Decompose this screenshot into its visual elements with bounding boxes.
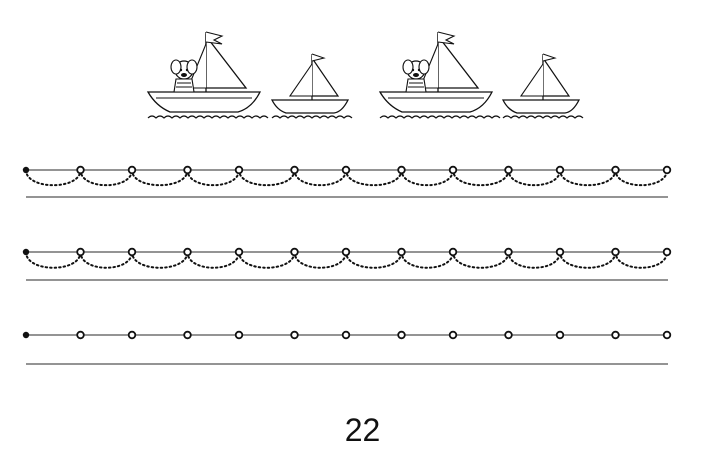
boat-with-dog-1 [146, 31, 269, 119]
target-circle [234, 165, 244, 175]
target-circle [397, 165, 406, 175]
target-circle [76, 165, 85, 175]
target-circle [290, 330, 299, 340]
dotted-scallop [186, 169, 240, 187]
target-circle [127, 330, 137, 340]
dotted-scallop [238, 169, 296, 187]
target-circle [183, 330, 192, 340]
target-circle [611, 330, 620, 340]
dotted-scallop [79, 251, 133, 269]
target-circle [183, 165, 192, 175]
target-circle [448, 247, 458, 257]
dotted-scallop [452, 169, 510, 187]
target-circle [341, 330, 351, 340]
dotted-scallop [452, 251, 510, 269]
tracing-rows [22, 165, 672, 365]
dotted-scallop [345, 251, 403, 269]
dotted-scallop [507, 169, 561, 187]
target-circle [448, 165, 458, 175]
boats-illustration [146, 31, 584, 119]
dotted-scallop [345, 169, 403, 187]
target-circle [397, 330, 406, 340]
target-circle [290, 165, 299, 175]
start-dot [22, 248, 30, 256]
dotted-scallop [559, 251, 617, 269]
page-number: 22 [344, 412, 381, 448]
dotted-scallop [507, 251, 561, 269]
dotted-scallop [293, 251, 347, 269]
target-circle [611, 247, 620, 257]
target-circle [555, 330, 565, 340]
practice-row-1 [22, 165, 672, 198]
target-circle [504, 330, 513, 340]
target-circle [504, 165, 513, 175]
target-circle [504, 247, 513, 257]
target-circle [76, 330, 85, 340]
target-circle [76, 247, 85, 257]
target-circle [183, 247, 192, 257]
boat-with-dog-3 [378, 31, 501, 119]
target-circle [127, 247, 137, 257]
target-circle [555, 247, 565, 257]
dotted-scallop [559, 169, 617, 187]
dotted-scallop [293, 169, 347, 187]
target-circle [448, 330, 458, 340]
dotted-scallop [25, 169, 82, 187]
dotted-scallop [25, 251, 82, 269]
target-circle [290, 247, 299, 257]
target-circle [234, 247, 244, 257]
dotted-scallop [131, 169, 189, 187]
target-circle [555, 165, 565, 175]
target-circle [662, 247, 672, 257]
target-circle [662, 330, 672, 340]
target-circle [127, 165, 137, 175]
start-dot [22, 166, 30, 174]
target-circle [341, 165, 351, 175]
dotted-scallop [614, 251, 668, 269]
dotted-scallop [186, 251, 240, 269]
target-circle [234, 330, 244, 340]
dotted-scallop [400, 251, 454, 269]
target-circle [662, 165, 672, 175]
practice-row-3 [22, 330, 672, 365]
start-dot [22, 331, 30, 339]
dotted-scallop [131, 251, 189, 269]
target-circle [397, 247, 406, 257]
target-circle [341, 247, 351, 257]
target-circle [611, 165, 620, 175]
dotted-scallop [79, 169, 133, 187]
practice-row-2 [22, 247, 672, 281]
dotted-scallop [238, 251, 296, 269]
small-sailboat-2 [270, 53, 353, 119]
dotted-scallop [614, 169, 668, 187]
small-sailboat-4 [501, 53, 584, 119]
dotted-scallop [400, 169, 454, 187]
